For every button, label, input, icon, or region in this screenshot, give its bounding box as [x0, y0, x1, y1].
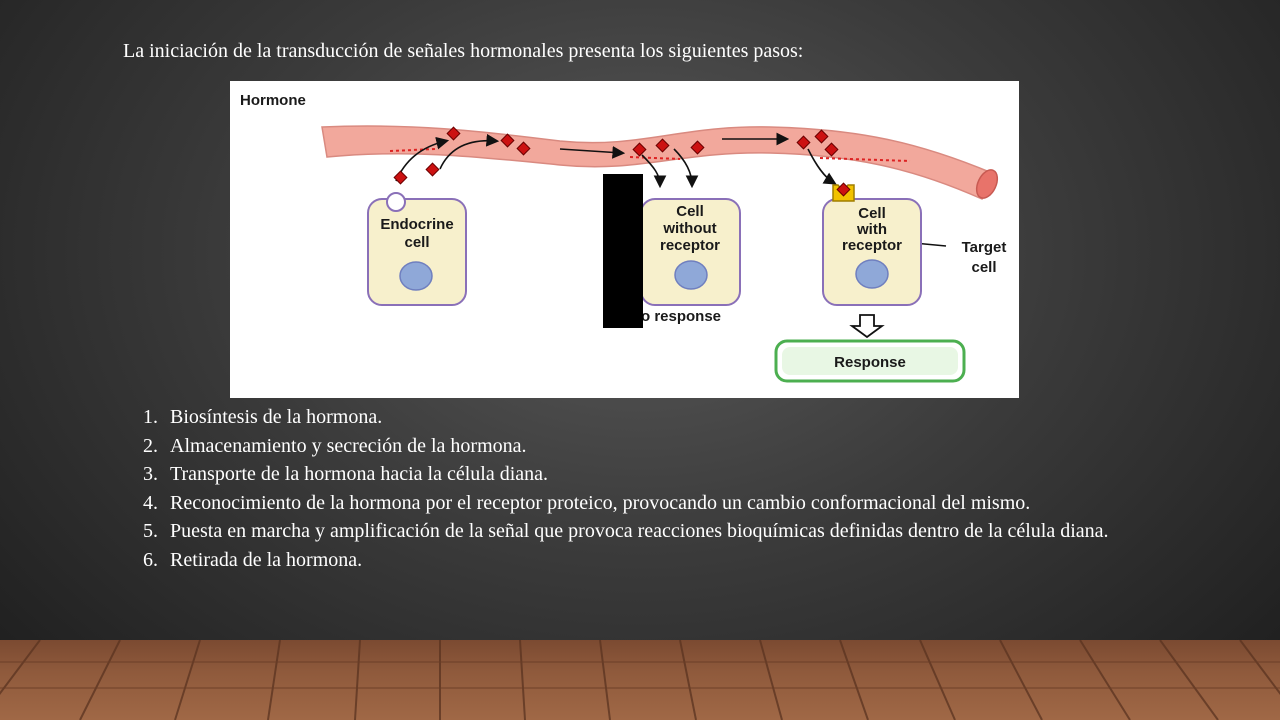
step-text: Reconocimiento de la hormona por el rece…: [170, 491, 1031, 514]
cell-without-receptor-label-3: receptor: [660, 237, 720, 254]
cell-with-receptor-label-2: with: [856, 221, 887, 238]
cell-with-receptor-label-1: Cell: [858, 205, 886, 222]
endocrine-cell-label-2: cell: [404, 234, 429, 251]
cell-with-receptor-nucleus: [855, 259, 889, 289]
secretion-arrow-2: [439, 133, 500, 170]
dashed-boundary-middle: [629, 156, 681, 160]
step-text: Transporte de la hormona hacia la célula…: [170, 463, 549, 485]
step-text: Puesta en marcha y amplificación de la s…: [170, 520, 1109, 542]
blood-vessel: [321, 125, 993, 201]
binding-arrow: [807, 148, 837, 185]
vessel-opening: [975, 169, 999, 199]
endocrine-cell-label-1: Endocrine: [380, 216, 453, 233]
step-text: Retirada de la hormona.: [170, 548, 363, 571]
list-item: 4. Reconocimiento de la hormona por el re…: [130, 489, 1110, 518]
secretory-vesicle: [386, 192, 406, 212]
step-number: 6.: [143, 548, 158, 571]
list-item: 1. Biosíntesis de la hormona.: [130, 403, 1110, 432]
slide-title: La iniciación de la transducción de seña…: [123, 40, 804, 62]
redaction-bar: [603, 174, 643, 328]
hormone-label: Hormone: [240, 92, 306, 109]
list-item: 5. Puesta en marcha y amplificación de la…: [130, 517, 1110, 546]
cell-without-receptor-nucleus: [674, 260, 708, 290]
steps-list: 1. Biosíntesis de la hormona. 2. Almacenam…: [130, 403, 1110, 574]
wooden-floor: [0, 640, 1280, 720]
response-box-inner: [782, 347, 958, 375]
response-label: Response: [834, 354, 906, 371]
step-number: 5.: [143, 520, 158, 542]
transport-arrow-1: [559, 145, 626, 159]
hormone-signaling-diagram: Hormone: [230, 81, 1019, 398]
endocrine-nucleus: [399, 261, 433, 291]
step-number: 2.: [143, 434, 158, 457]
bound-hormone: [836, 182, 851, 197]
step-number: 3.: [143, 463, 158, 485]
step-number: 1.: [143, 406, 158, 428]
target-cell-label-2: cell: [971, 259, 996, 276]
cell-without-receptor-label-2: without: [662, 220, 716, 237]
list-item: 3. Transporte de la hormona hacia la célu…: [130, 460, 1110, 489]
list-item: 6. Retirada de la hormona.: [130, 546, 1110, 575]
cell-with-receptor: [822, 198, 922, 306]
hormone-molecules: [393, 126, 839, 185]
cell-without-receptor-label-1: Cell: [676, 203, 704, 220]
step-number: 4.: [143, 491, 158, 514]
no-response-label: o response: [641, 308, 721, 325]
cell-with-receptor-label-3: receptor: [842, 237, 902, 254]
target-cell-label-1: Target: [962, 239, 1007, 256]
endocrine-cell: [367, 198, 467, 306]
list-item: 2. Almacenamiento y secreción de la hormo…: [130, 432, 1110, 461]
dashed-boundary-left: [389, 148, 436, 152]
response-arrow: [849, 314, 885, 339]
step-text: Almacenamiento y secreción de la hormona…: [170, 434, 527, 457]
no-binding-arrow-2: [673, 148, 699, 189]
no-binding-arrow-1: [641, 154, 667, 189]
step-text: Biosíntesis de la hormona.: [170, 406, 383, 428]
